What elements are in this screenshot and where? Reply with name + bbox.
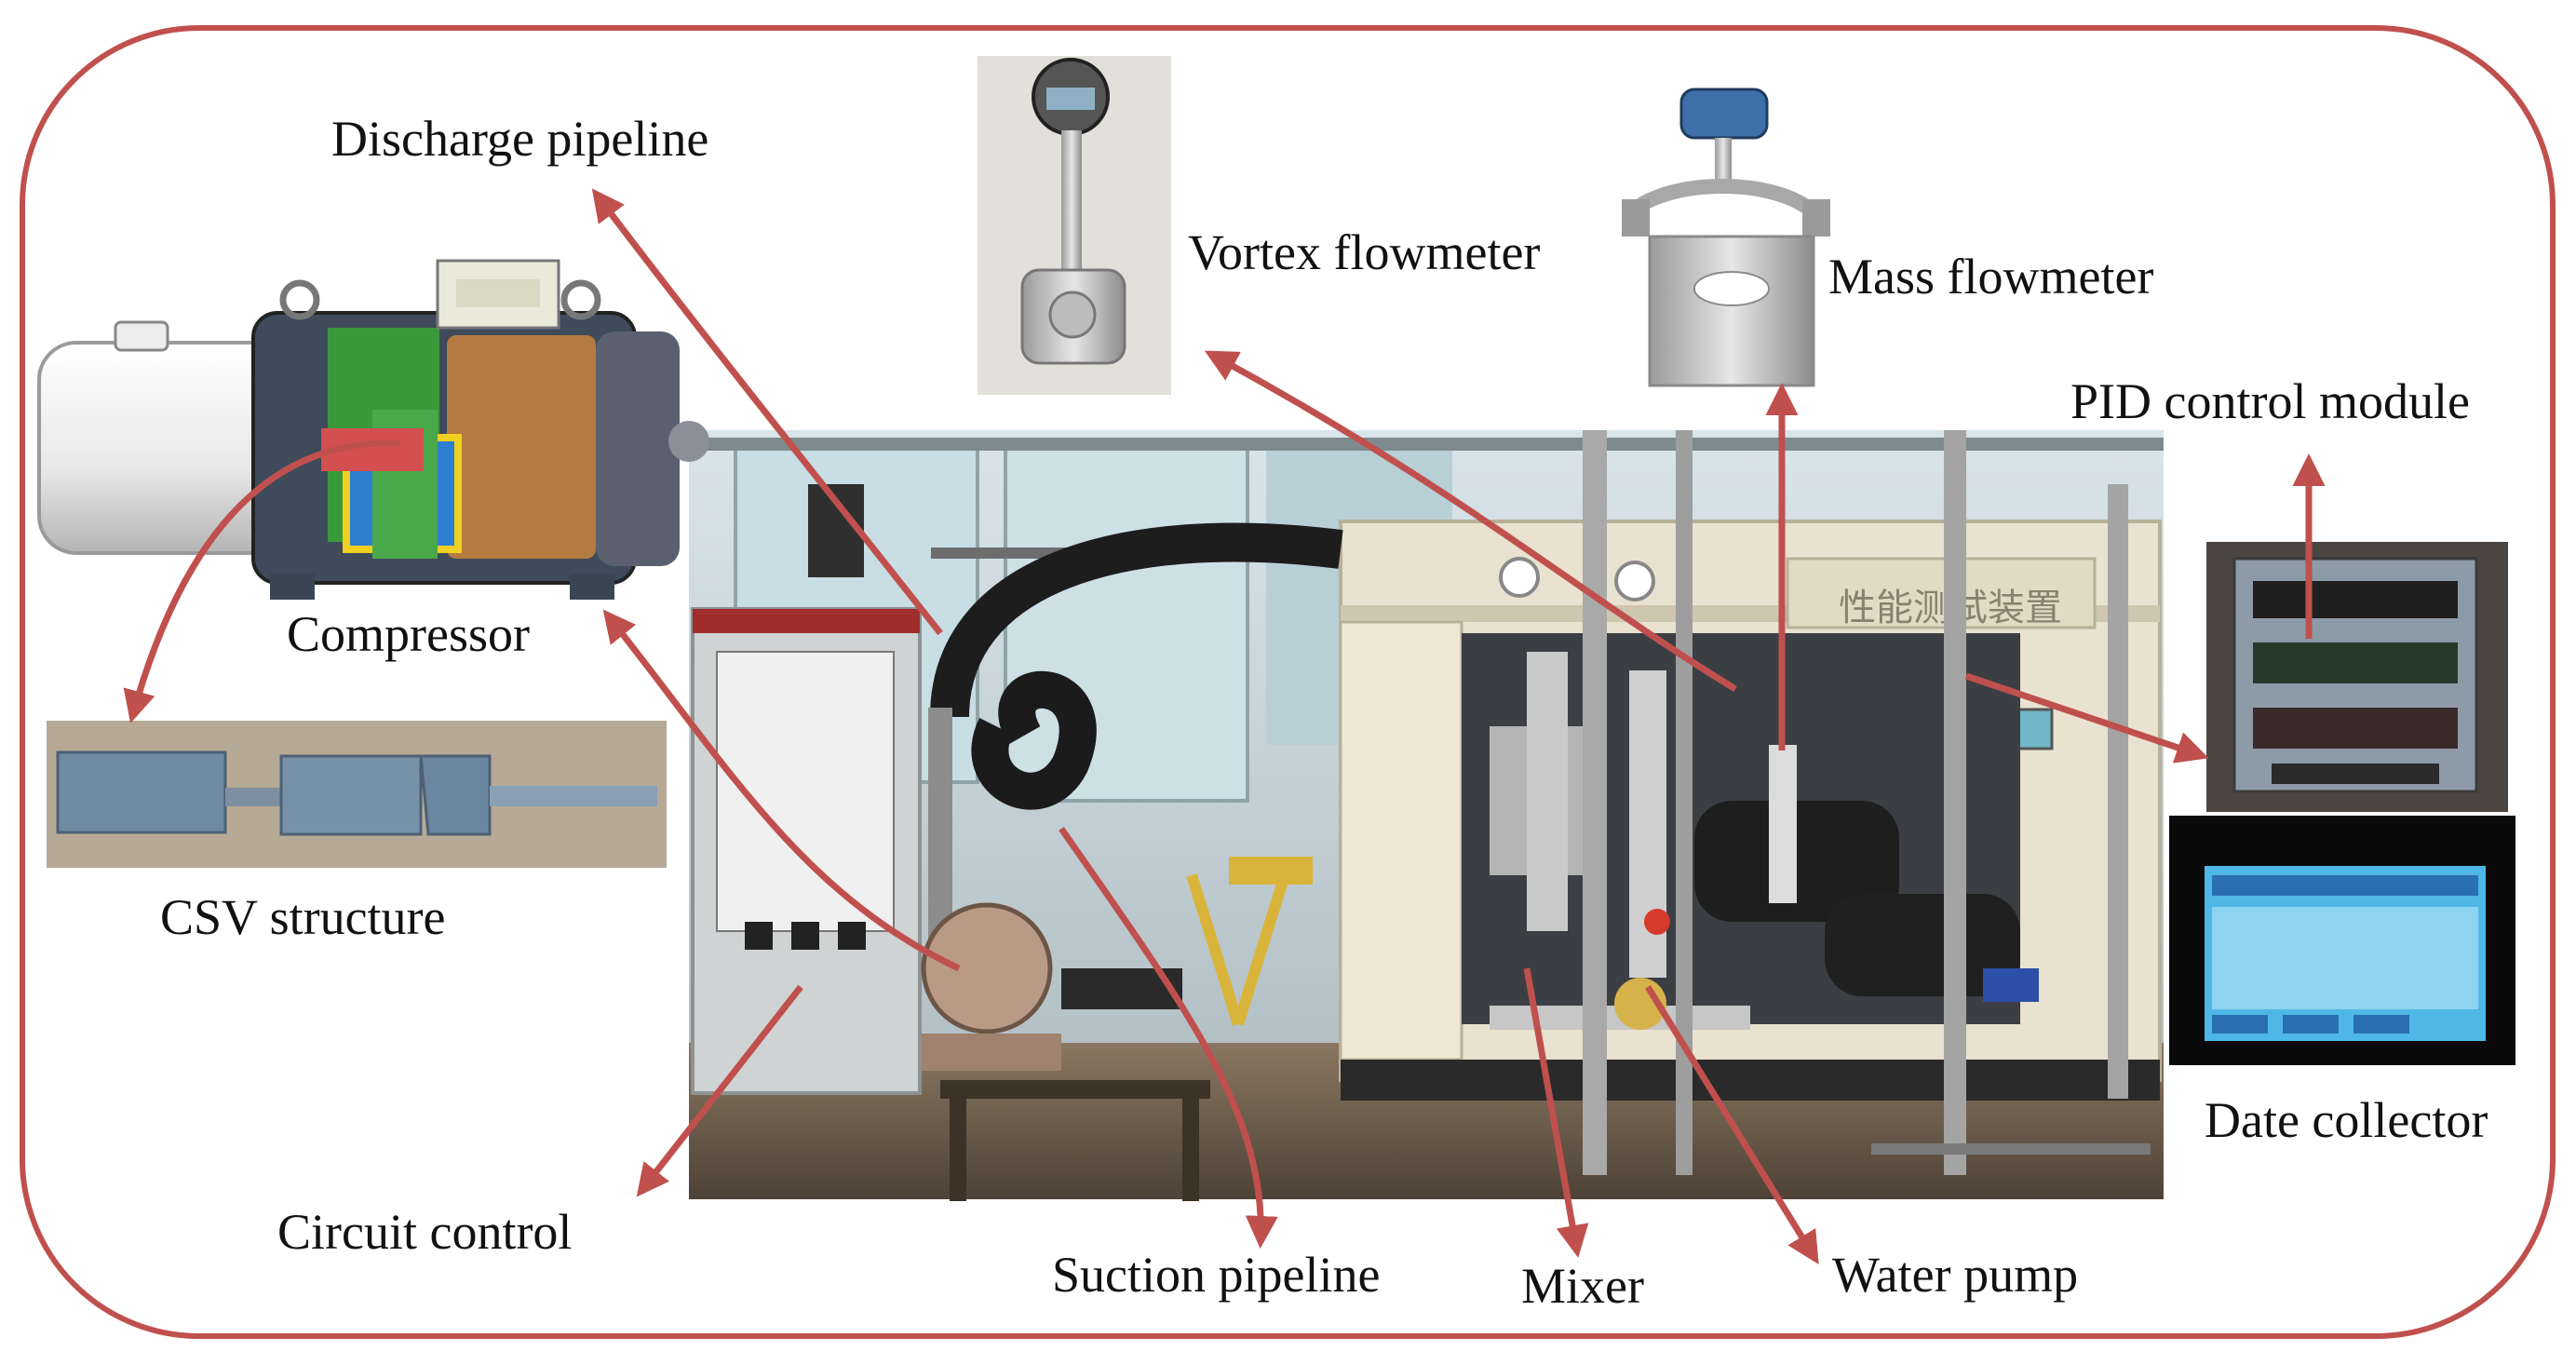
vortex-flowmeter-image [978, 56, 1171, 395]
annotation-arrows [123, 188, 2326, 1264]
arrow-circuit-control [636, 984, 803, 1197]
outer-frame [20, 25, 2556, 1339]
test-rig-photo: 性能测试装置 [689, 430, 2164, 1201]
label-csv-structure: CSV structure [160, 889, 446, 945]
label-discharge-pipeline: Discharge pipeline [331, 111, 709, 167]
mass-flowmeter-image [1622, 78, 1830, 387]
arrow-vortex-flowmeter [1204, 350, 1737, 692]
label-mixer: Mixer [1521, 1258, 1644, 1314]
label-vortex-flowmeter: Vortex flowmeter [1188, 224, 1541, 280]
label-water-pump: Water pump [1832, 1247, 2079, 1303]
arrow-mixer [1523, 967, 1589, 1258]
date-collector-image [2169, 816, 2515, 1065]
arrow-suction-pipeline [1059, 826, 1278, 1249]
label-compressor: Compressor [287, 606, 530, 662]
arrow-csv-structure [123, 439, 401, 723]
csv-structure-image [47, 721, 667, 868]
arrow-date-collector [1964, 672, 2209, 764]
label-pid-control-module: PID control module [2070, 373, 2470, 429]
pid-control-module-image [2206, 542, 2508, 812]
arrow-water-pump [1645, 985, 1819, 1264]
arrow-discharge-pipeline [591, 188, 943, 636]
label-suction-pipeline: Suction pipeline [1052, 1247, 1381, 1303]
label-mass-flowmeter: Mass flowmeter [1828, 249, 2154, 304]
compressor-image [37, 259, 709, 600]
label-circuit-control: Circuit control [277, 1204, 573, 1260]
arrow-compressor [602, 609, 961, 972]
label-date-collector: Date collector [2205, 1092, 2488, 1148]
